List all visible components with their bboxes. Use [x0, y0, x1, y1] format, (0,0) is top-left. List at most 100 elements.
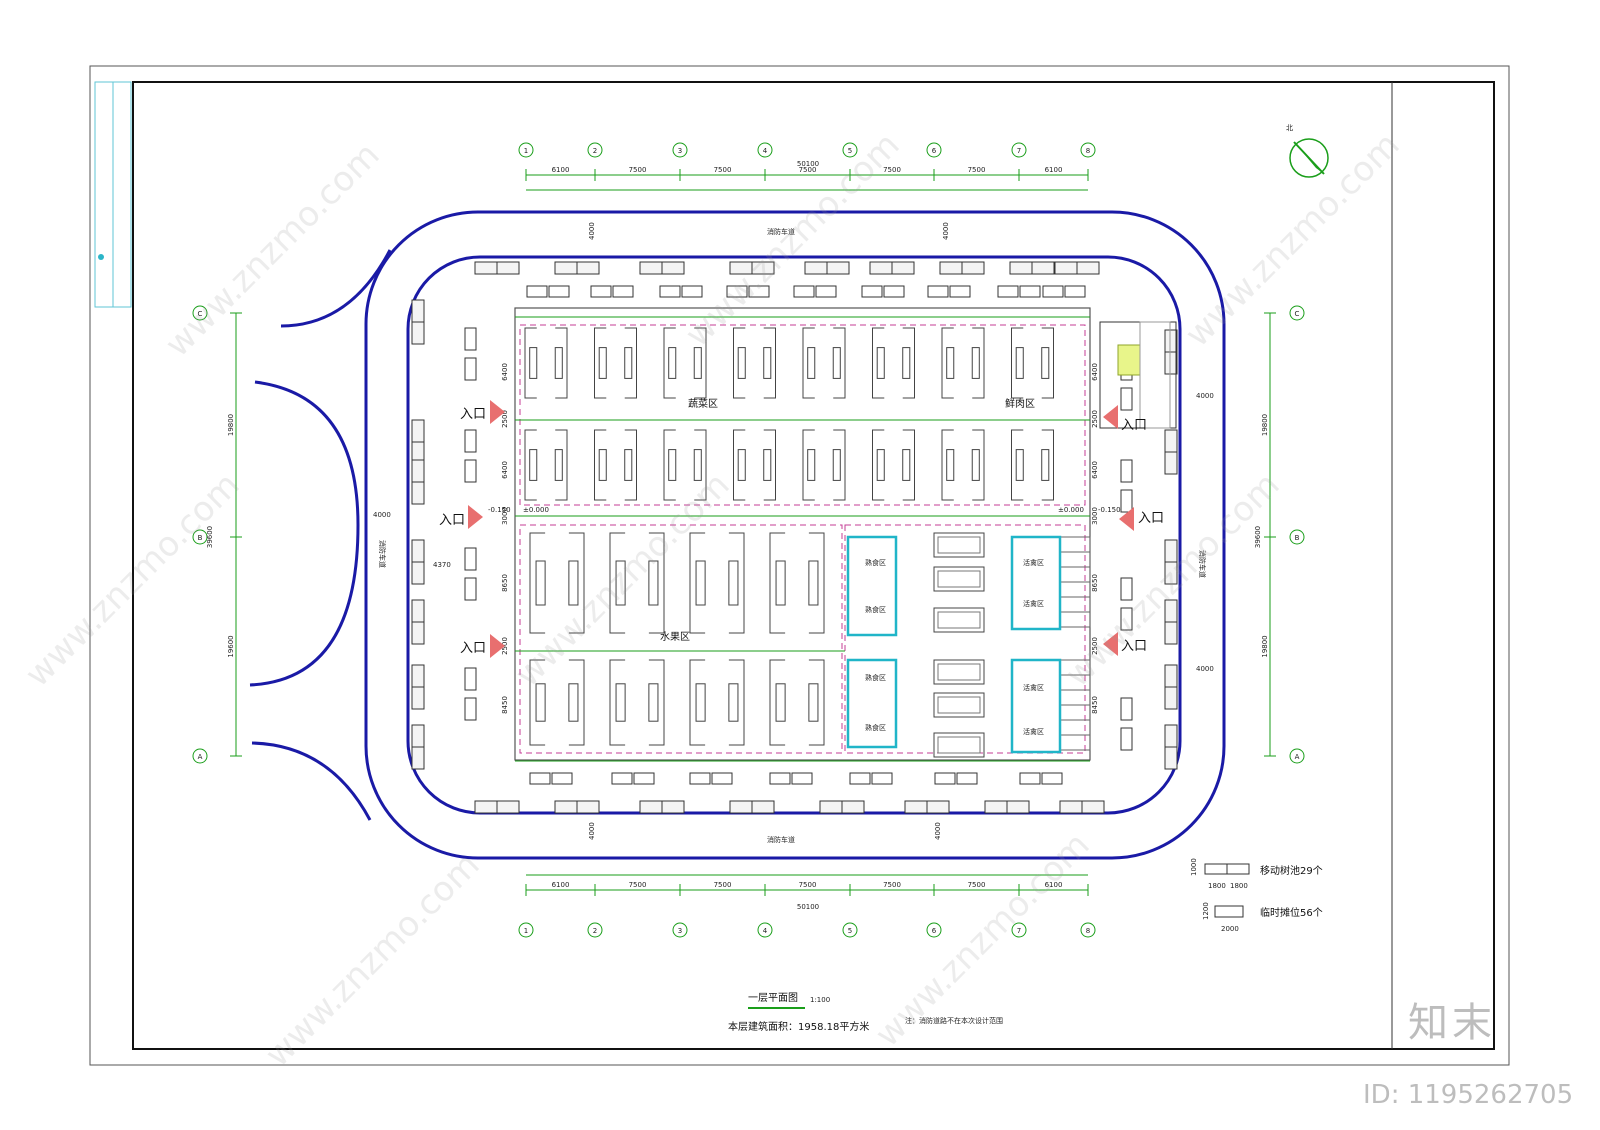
- span-dim: 7500: [883, 166, 901, 174]
- axis-bubble: [1289, 305, 1305, 321]
- entrance-label: 入口: [1121, 418, 1147, 433]
- stall-shelf: [598, 449, 607, 481]
- temporary-stall: [927, 285, 949, 298]
- planter-box: [904, 800, 928, 814]
- stall-counter: [663, 429, 676, 501]
- axis-label: B: [198, 534, 203, 542]
- brand-watermark: 知末: [1408, 1000, 1496, 1046]
- axis-label: 1: [524, 147, 528, 155]
- total-width-dim: 50100: [797, 160, 819, 168]
- axis-label: 6: [932, 147, 937, 155]
- stall-shelf: [535, 683, 546, 722]
- planter-box: [826, 261, 850, 275]
- planter-box: [1164, 746, 1178, 770]
- planter-box: [1076, 261, 1100, 275]
- stall-shelf: [763, 347, 772, 379]
- temporary-stall: [681, 285, 703, 298]
- area-note: 本层建筑面积：1958.18平方米: [728, 1020, 869, 1033]
- row-dim: 6400: [1091, 363, 1099, 381]
- temporary-stall: [551, 772, 573, 785]
- total-depth-dim: 39600: [206, 526, 214, 548]
- counter-box: [933, 566, 985, 592]
- planter-box: [474, 800, 498, 814]
- stall-counter: [941, 429, 954, 501]
- counter-inner: [937, 663, 981, 681]
- cooked-food-rooms: [846, 535, 1062, 754]
- temporary-stall: [464, 577, 477, 601]
- temporary-stall: [997, 285, 1019, 298]
- axis-label: 1: [524, 927, 528, 935]
- stall-counter: [624, 327, 637, 399]
- zone-poultry-3: 活禽区: [1023, 683, 1044, 692]
- temporary-stall: [1120, 607, 1133, 631]
- span-dim: 19800: [1261, 635, 1269, 657]
- stall-shelf: [1041, 347, 1050, 379]
- stall-counter: [624, 429, 637, 501]
- fire-lane-label-bottom: 消防车道: [767, 835, 795, 844]
- fire-note: 注：消防道路不在本次设计范围: [905, 1016, 1003, 1025]
- planter-box: [729, 800, 753, 814]
- planter-box: [1164, 329, 1178, 353]
- zone-poultry-4: 活禽区: [1023, 727, 1044, 736]
- legend-planter-dim: 1800: [1208, 882, 1226, 890]
- span-dim: 6100: [552, 166, 570, 174]
- building-outline: [514, 307, 1091, 761]
- entrance-markers: [468, 400, 1134, 658]
- planter-box: [411, 724, 425, 748]
- stall-counter: [808, 659, 825, 746]
- stall-unit: [872, 429, 915, 501]
- stall-counter: [769, 532, 786, 634]
- stall-counter: [808, 532, 825, 634]
- planter-box: [751, 261, 775, 275]
- axis-bubble: [672, 142, 688, 158]
- planter-box: [474, 261, 498, 275]
- temporary-stall: [883, 285, 905, 298]
- temporary-stall: [1041, 772, 1063, 785]
- temporary-stall: [464, 547, 477, 571]
- span-dim: 6100: [552, 881, 570, 889]
- axis-bubble: [926, 922, 942, 938]
- temporary-stall: [1120, 387, 1133, 411]
- axis-label: 2: [593, 927, 597, 935]
- stall-shelf: [529, 449, 538, 481]
- planter-box: [891, 261, 915, 275]
- stall-unit: [594, 429, 637, 501]
- fire-lane-road: [249, 210, 1226, 860]
- stall-shelf: [728, 683, 739, 722]
- axis-label: A: [1295, 753, 1300, 761]
- temporary-stall: [1042, 285, 1064, 298]
- stall-shelf: [876, 449, 885, 481]
- planter-box: [639, 261, 663, 275]
- planter-box: [939, 261, 963, 275]
- legend-planter: 移动树池29个: [1260, 864, 1323, 877]
- stall-counter: [833, 327, 846, 399]
- stall-shelf: [808, 560, 819, 606]
- stall-shelf: [807, 347, 816, 379]
- drawing-title: 一层平面图: [748, 992, 798, 1004]
- stall-unit: [529, 532, 585, 634]
- stall-shelf: [775, 683, 786, 722]
- temporary-stall: [934, 772, 956, 785]
- planter-box: [841, 800, 865, 814]
- axis-label: 6: [932, 927, 937, 935]
- stall-counter: [555, 429, 568, 501]
- stall-counter: [594, 429, 607, 501]
- north-arrow: [1289, 138, 1329, 178]
- temporary-stall: [1120, 489, 1133, 513]
- stall-counter: [833, 429, 846, 501]
- stall-shelf: [737, 449, 746, 481]
- stall-counter: [648, 659, 665, 746]
- stall-counter: [972, 429, 985, 501]
- stall-counter: [594, 327, 607, 399]
- lane-width-dim: 4000: [1196, 392, 1214, 400]
- stall-unit: [689, 659, 745, 746]
- lane-width-dim: 4000: [942, 222, 950, 240]
- row-dim: 2500: [1091, 637, 1099, 655]
- stall-counter: [763, 429, 776, 501]
- stall-shelf: [1015, 449, 1024, 481]
- lane-width-dim: 4000: [373, 511, 391, 519]
- fire-lane-label-right: 消防车道: [1198, 550, 1207, 578]
- planter-box: [1164, 561, 1178, 585]
- temporary-stall: [871, 772, 893, 785]
- row-dim: 6400: [501, 461, 509, 479]
